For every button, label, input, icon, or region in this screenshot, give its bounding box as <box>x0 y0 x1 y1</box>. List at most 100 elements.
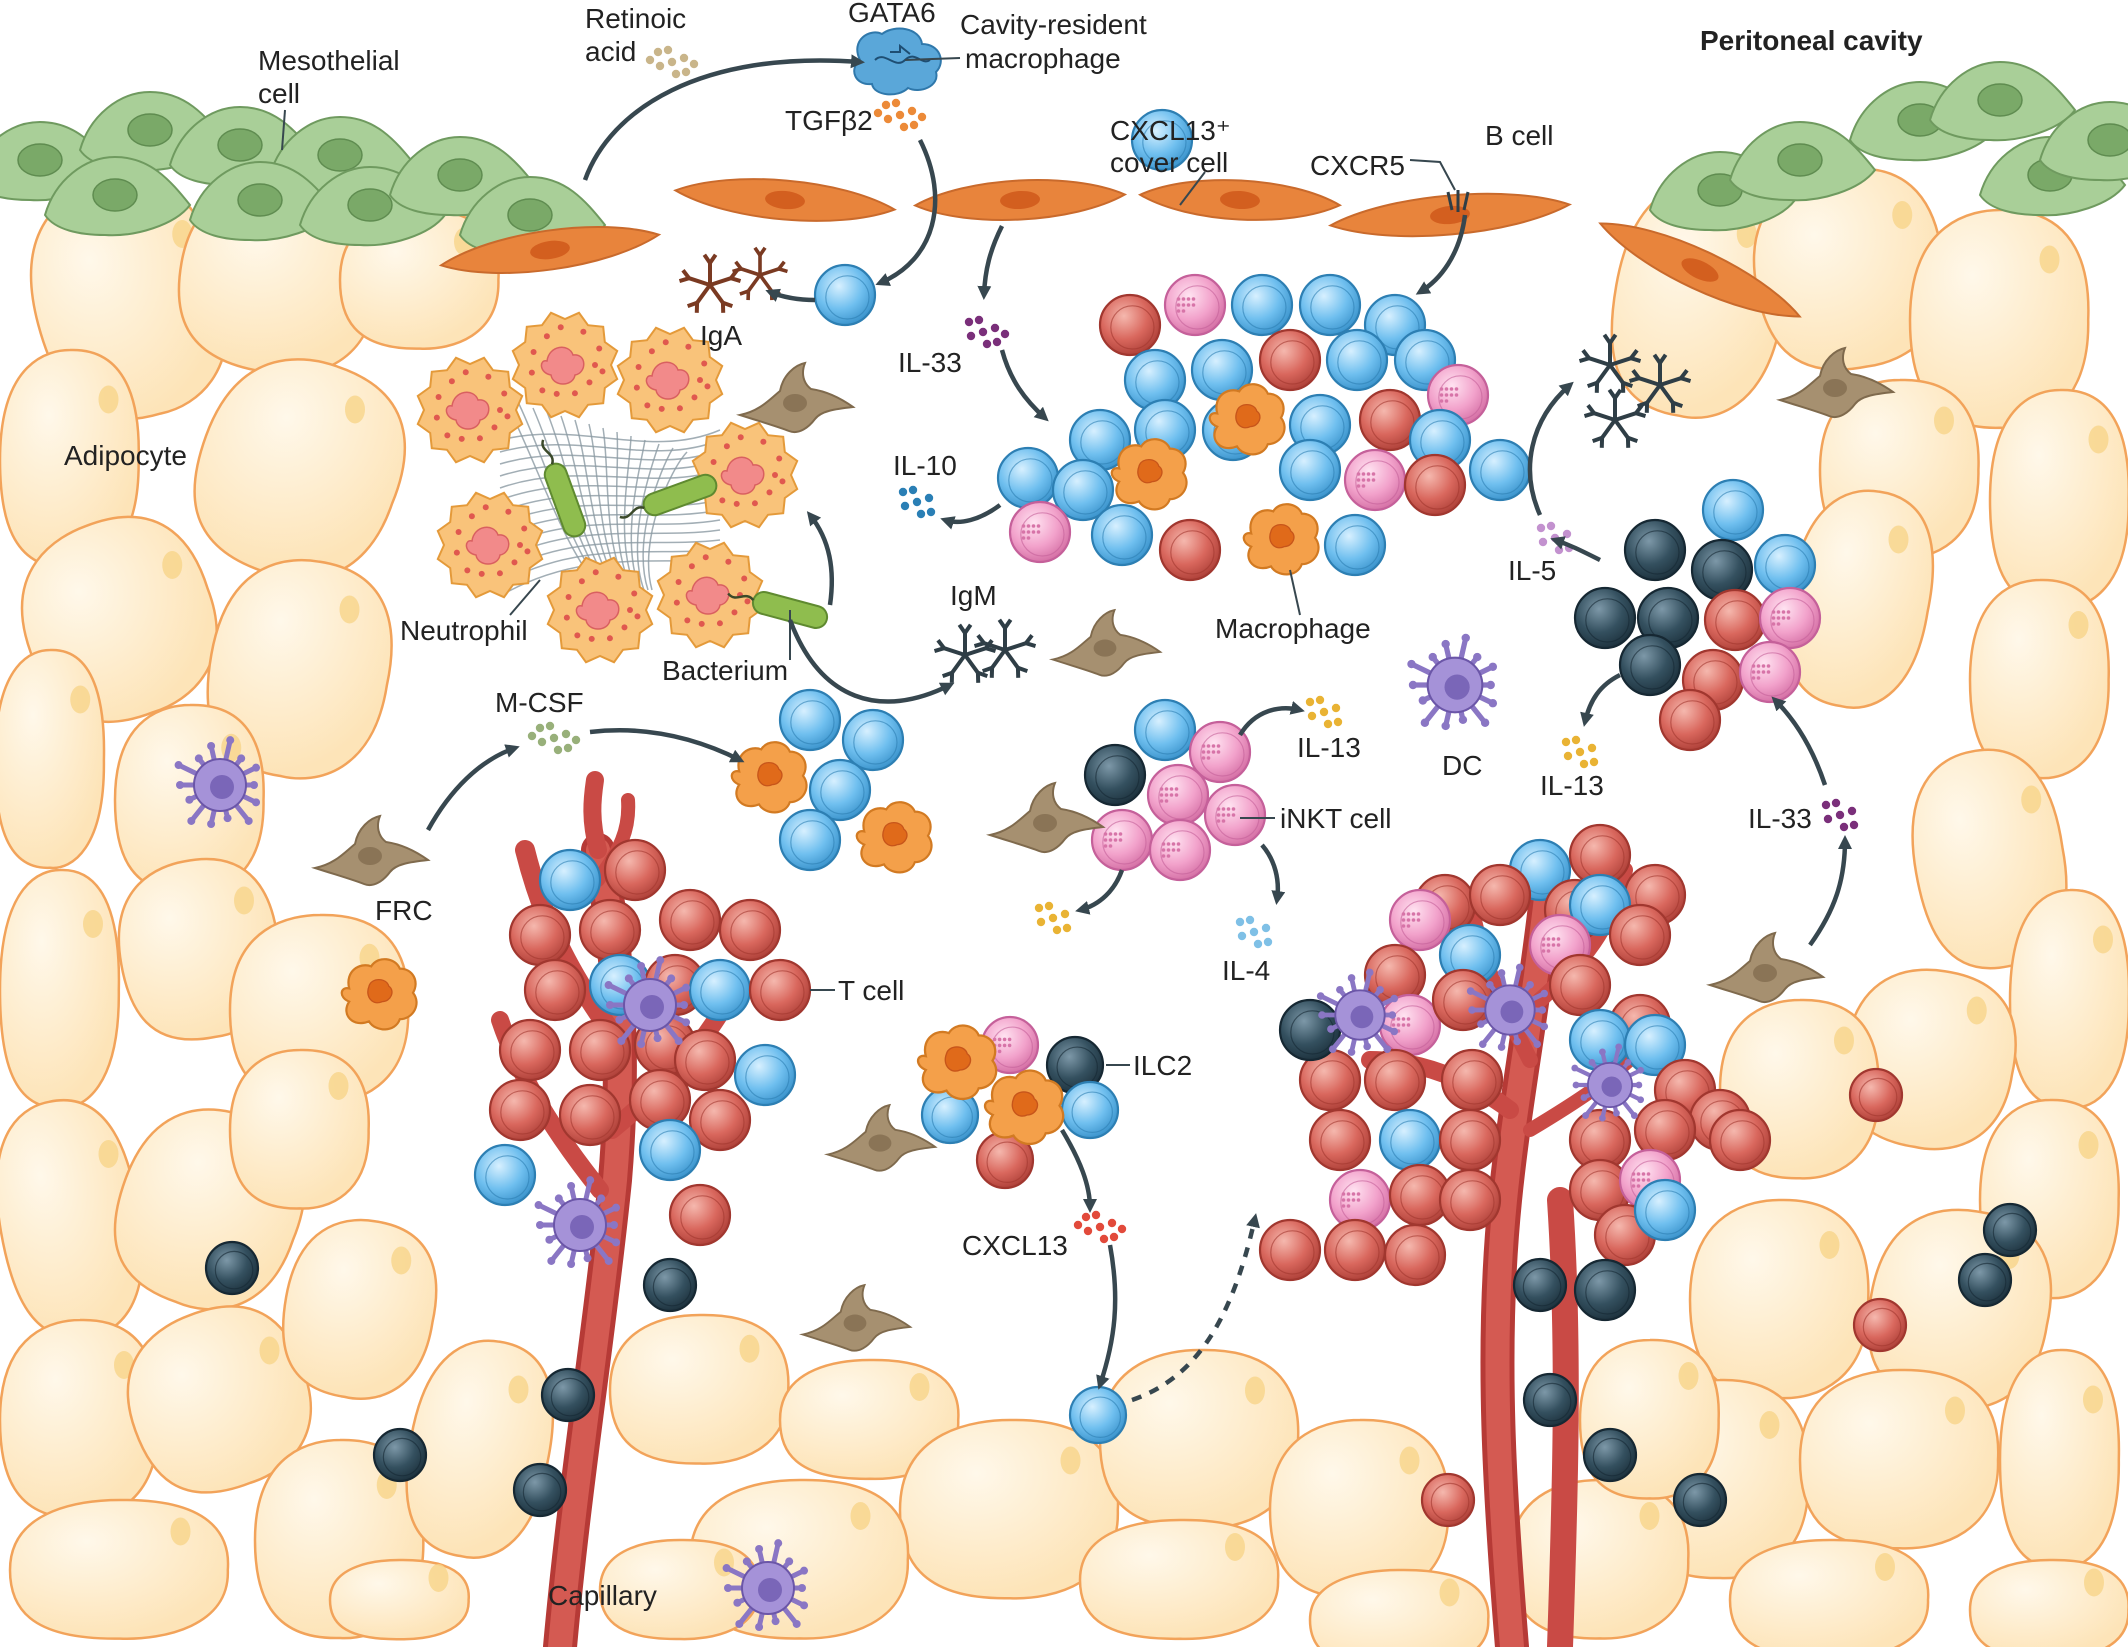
ilc2-cell <box>372 1427 428 1483</box>
adipocyte-nucleus <box>114 1351 134 1379</box>
b-cell <box>813 263 877 327</box>
ilc2-cell <box>1672 1472 1728 1528</box>
t-cell <box>1708 1108 1772 1172</box>
inkt-cell <box>1203 783 1267 847</box>
arrow-il33-to-ilc <box>1771 696 1828 786</box>
il13-molecules-right <box>1561 735 1599 769</box>
t-cell <box>603 838 667 902</box>
adipocyte-nucleus <box>391 1246 412 1275</box>
bacterium <box>619 473 718 519</box>
mesothelial-layer <box>0 60 2128 257</box>
b-cell <box>1753 533 1817 597</box>
frc-cell <box>736 361 856 433</box>
adipocyte-nucleus <box>1439 1578 1460 1607</box>
adipocyte-nucleus <box>1225 1533 1245 1561</box>
b-cell <box>1068 1385 1128 1445</box>
mesothelial-cell <box>188 160 337 242</box>
inkt-cell <box>1163 273 1227 337</box>
t-cell <box>1420 1472 1476 1528</box>
adipocyte <box>2008 888 2128 1110</box>
adipocyte-nucleus <box>259 1336 280 1365</box>
retinoic-acid-molecules <box>645 45 699 79</box>
b-cell <box>1325 328 1389 392</box>
t-cell <box>1098 293 1162 357</box>
adipocyte-nucleus <box>70 685 91 714</box>
b-cell <box>1278 438 1342 502</box>
ilc2-cell <box>204 1240 260 1296</box>
b-cell <box>808 758 872 822</box>
neutrophil <box>656 541 764 649</box>
ilc2-cell <box>1957 1252 2013 1308</box>
inkt-cell <box>1738 640 1802 704</box>
label-dc: DC <box>1442 750 1482 781</box>
adipocyte-nucleus <box>1966 996 1987 1025</box>
il33-molecules-right <box>1821 798 1859 832</box>
t-cell <box>1658 688 1722 752</box>
leader-mesothelial <box>281 109 286 151</box>
t-cell <box>488 1078 552 1142</box>
neutrophil <box>436 491 544 599</box>
ilc2-cell <box>1582 1427 1638 1483</box>
adipocyte <box>1098 1348 1300 1530</box>
b-cell <box>1090 503 1154 567</box>
label-gata6: GATA6 <box>848 0 936 28</box>
arrow-mcsf-to-macrophage <box>589 728 745 763</box>
il5-molecules <box>1536 521 1574 555</box>
label-t-cell: T cell <box>838 975 904 1006</box>
adipocyte-nucleus <box>98 1140 119 1168</box>
b-cell <box>538 848 602 912</box>
iga-antibody <box>678 253 742 313</box>
t-cell <box>508 903 572 967</box>
ilc2-cell <box>1618 633 1682 697</box>
ilc2-cell <box>512 1462 568 1518</box>
b-cell <box>473 1143 537 1207</box>
neutrophil <box>616 326 724 434</box>
adipocyte-nucleus <box>1875 1553 1895 1581</box>
label-cxcl13-cover-cell: CXCL13⁺cover cell <box>1110 115 1231 178</box>
secreted-antibody <box>1583 388 1647 448</box>
t-cell <box>1323 1218 1387 1282</box>
adipocyte-nucleus <box>2039 245 2060 274</box>
mesothelial-cell <box>43 155 192 237</box>
inkt-cell <box>1188 720 1252 784</box>
leader-neutrophil <box>509 579 541 616</box>
adipocyte <box>1308 1568 1490 1647</box>
label-inkt-cell: iNKT cell <box>1280 803 1392 834</box>
adipocyte-nucleus <box>1399 1446 1420 1475</box>
b-cell <box>688 958 752 1022</box>
adipocyte <box>8 1498 230 1640</box>
inkt-cell <box>1388 888 1452 952</box>
adipocyte-nucleus <box>98 385 119 414</box>
ilc2-cell <box>1045 1035 1105 1095</box>
frc-cell <box>1048 608 1163 677</box>
adipocyte-nucleus <box>1060 1446 1081 1475</box>
neutrophil <box>546 556 654 664</box>
t-cell <box>1852 1297 1908 1353</box>
b-cell <box>1468 438 1532 502</box>
macrophage <box>730 741 808 814</box>
label-cxcr5: CXCR5 <box>1310 150 1405 181</box>
inkt-cell <box>1090 808 1154 872</box>
adipocyte-nucleus <box>739 1334 760 1363</box>
t-cell <box>1608 903 1672 967</box>
mesothelial-cell <box>1728 120 1877 202</box>
arrow-frc-to-il33 <box>1808 835 1852 947</box>
molecules <box>527 45 1859 1244</box>
arrows <box>426 54 1852 1403</box>
label-m-csf: M-CSF <box>495 687 584 718</box>
label-peritoneal-cavity: Peritoneal cavity <box>1700 25 1923 56</box>
label-bacterium: Bacterium <box>662 655 788 686</box>
adipocyte <box>0 868 121 1109</box>
t-cell <box>1403 453 1467 517</box>
t-cell <box>1848 1067 1904 1123</box>
cover-cell <box>1598 222 1802 318</box>
adipocyte-nucleus <box>909 1373 930 1401</box>
label-cxcl13: CXCL13 <box>962 1230 1068 1261</box>
arrow-cxcr5-to-cluster <box>1415 214 1468 295</box>
b-cell <box>1298 273 1362 337</box>
il4-dots-left <box>1034 901 1072 935</box>
cxcl13-molecules <box>1073 1210 1127 1244</box>
b-cell <box>638 1118 702 1182</box>
adipocyte <box>0 648 106 870</box>
